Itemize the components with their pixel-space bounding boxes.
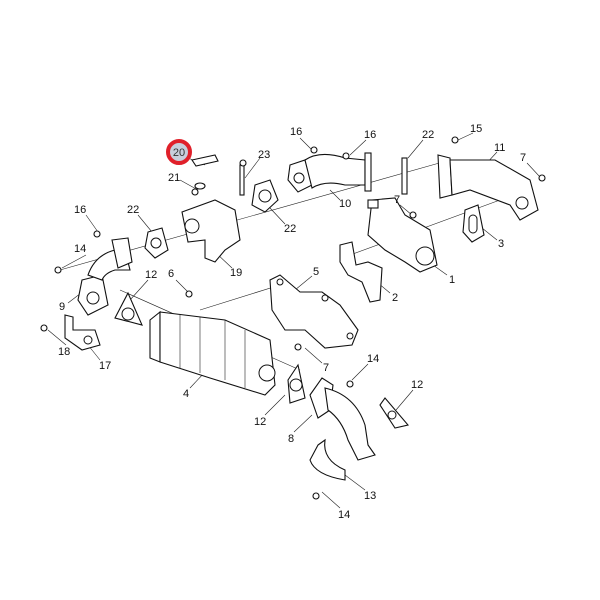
callout[interactable]: 1 xyxy=(449,274,455,286)
gasket-12-mid[interactable] xyxy=(287,363,306,404)
callout-20-highlighted[interactable]: 20 xyxy=(166,139,192,165)
callout[interactable]: 5 xyxy=(313,266,319,278)
callout[interactable]: 16 xyxy=(74,204,86,216)
callout[interactable]: 2 xyxy=(392,292,398,304)
gasket-22-strip[interactable] xyxy=(401,157,408,195)
callout[interactable]: 21 xyxy=(168,172,180,184)
highlight-ring xyxy=(166,139,192,165)
callout-label: 20 xyxy=(173,147,185,159)
bracket-5[interactable] xyxy=(269,274,359,349)
manifold-11[interactable] xyxy=(437,154,539,221)
pipe-10[interactable] xyxy=(287,152,372,193)
callout[interactable]: 6 xyxy=(168,268,174,280)
gasket-12-right[interactable] xyxy=(379,397,410,429)
gasket-12-left[interactable] xyxy=(114,291,143,326)
callout[interactable]: 14 xyxy=(367,353,379,365)
bracket-17[interactable] xyxy=(64,314,101,351)
callout[interactable]: 7 xyxy=(323,362,329,374)
egr-cooler-4[interactable] xyxy=(149,310,276,396)
heat-shield-13[interactable] xyxy=(309,438,346,481)
callouts: 23 21 16 16 22 15 11 7 16 22 7 10 22 3 1… xyxy=(58,123,526,521)
gasket-22-left[interactable] xyxy=(144,227,169,259)
egr-valve-19[interactable] xyxy=(181,154,245,263)
callout[interactable]: 18 xyxy=(58,346,70,358)
callout[interactable]: 14 xyxy=(338,509,350,521)
gasket-3[interactable] xyxy=(462,204,485,243)
callout[interactable]: 22 xyxy=(127,204,139,216)
callout[interactable]: 19 xyxy=(230,267,242,279)
callout[interactable]: 4 xyxy=(183,388,189,400)
gasket-2[interactable] xyxy=(339,241,383,303)
gasket-22-upper[interactable] xyxy=(251,179,279,213)
egr-valve-1[interactable] xyxy=(367,197,438,273)
callout[interactable]: 23 xyxy=(258,149,270,161)
callout[interactable]: 8 xyxy=(288,433,294,445)
callout[interactable]: 22 xyxy=(284,223,296,235)
callout[interactable]: 7 xyxy=(520,152,526,164)
callout[interactable]: 11 xyxy=(494,142,505,154)
callout[interactable]: 12 xyxy=(411,379,423,391)
callout[interactable]: 22 xyxy=(422,129,434,141)
callout[interactable]: 14 xyxy=(74,243,86,255)
callout[interactable]: 16 xyxy=(364,129,376,141)
callout[interactable]: 17 xyxy=(99,360,111,372)
callout[interactable]: 3 xyxy=(498,238,504,250)
callout[interactable]: 13 xyxy=(364,490,376,502)
callout[interactable]: 12 xyxy=(254,416,266,428)
pipe-9[interactable] xyxy=(77,237,133,316)
pipe-8[interactable] xyxy=(309,377,376,461)
callout[interactable]: 12 xyxy=(145,269,157,281)
callout[interactable]: 15 xyxy=(470,123,482,135)
callout[interactable]: 9 xyxy=(59,301,65,313)
bolts[interactable] xyxy=(40,136,546,500)
callout[interactable]: 7 xyxy=(394,194,400,206)
callout[interactable]: 10 xyxy=(339,198,351,210)
callout[interactable]: 16 xyxy=(290,126,302,138)
